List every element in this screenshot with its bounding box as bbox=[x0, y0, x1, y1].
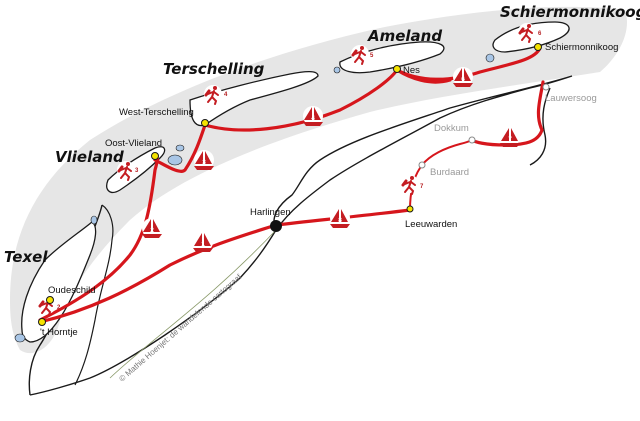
svg-text:1: 1 bbox=[201, 241, 205, 248]
harbour-dot-icon bbox=[46, 296, 54, 304]
place-label: Oost-Vlieland bbox=[105, 138, 162, 149]
grey-dot-icon bbox=[542, 83, 550, 91]
harbour-dot-icon bbox=[393, 65, 401, 73]
city-dot-icon bbox=[270, 220, 282, 232]
grey-dot-icon bbox=[468, 136, 476, 144]
texel-island bbox=[21, 221, 97, 343]
hiker-icon: 6 bbox=[516, 21, 542, 44]
grey-dot-icon bbox=[418, 161, 426, 169]
sailboat-icon: 3 bbox=[194, 150, 214, 170]
lake bbox=[167, 154, 183, 166]
place-label: 't Horntje bbox=[40, 327, 78, 338]
svg-text:6: 6 bbox=[461, 76, 465, 83]
lake bbox=[14, 333, 26, 343]
island-label-schiermonnikoog: Schiermonnikoog bbox=[500, 3, 640, 21]
sailboat-icon: 6 bbox=[453, 67, 473, 87]
hiker-icon: 3 bbox=[115, 159, 139, 182]
lake bbox=[485, 53, 495, 63]
island-label-terschelling: Terschelling bbox=[163, 60, 265, 78]
island-label-vlieland: Vlieland bbox=[55, 148, 124, 166]
lake bbox=[90, 215, 98, 225]
svg-text:4: 4 bbox=[311, 115, 315, 122]
place-label: Oudeschild bbox=[48, 285, 96, 296]
hiker-icon: 4 bbox=[202, 83, 228, 106]
island-label-ameland: Ameland bbox=[367, 27, 442, 45]
harbour-dot-icon bbox=[201, 119, 209, 127]
dike-line bbox=[109, 229, 277, 379]
harbour-dot-icon bbox=[38, 318, 46, 326]
hiker-icon: 7 bbox=[399, 173, 424, 196]
sailboat-icon: 4 bbox=[303, 106, 323, 126]
lake bbox=[333, 66, 341, 74]
place-label: Lauwersoog bbox=[545, 93, 597, 104]
svg-text:3: 3 bbox=[202, 159, 206, 166]
svg-text:3: 3 bbox=[135, 168, 139, 174]
svg-text:6: 6 bbox=[538, 31, 542, 37]
place-label: Nes bbox=[403, 65, 420, 76]
place-label: Burdaard bbox=[430, 167, 469, 178]
sailboat-icon: 2 bbox=[142, 218, 162, 238]
harbour-dot-icon bbox=[151, 152, 159, 160]
hiker-icon: 2 bbox=[36, 294, 61, 317]
harbour-dot-icon bbox=[406, 205, 414, 213]
place-label: Dokkum bbox=[434, 123, 469, 134]
svg-text:7: 7 bbox=[420, 184, 424, 190]
svg-text:4: 4 bbox=[224, 92, 228, 98]
svg-text:5: 5 bbox=[370, 53, 374, 59]
place-label: Schiermonnikoog bbox=[545, 42, 618, 53]
harbour-dot-icon bbox=[534, 43, 542, 51]
lake bbox=[175, 144, 185, 152]
place-label: Harlingen bbox=[250, 207, 291, 218]
sailboat-icon: 7 bbox=[500, 127, 520, 147]
island-label-texel: Texel bbox=[4, 248, 48, 266]
svg-text:8: 8 bbox=[338, 217, 342, 224]
svg-text:2: 2 bbox=[150, 227, 154, 234]
place-label: Leeuwarden bbox=[405, 219, 457, 230]
sailboat-icon: 8 bbox=[330, 208, 350, 228]
place-label: West-Terschelling bbox=[119, 107, 194, 118]
svg-text:7: 7 bbox=[508, 136, 512, 143]
copyright-text: © Mathie Hoenjet: de wandelende cartogra… bbox=[117, 272, 243, 384]
svg-text:2: 2 bbox=[57, 305, 61, 311]
sailboat-icon: 1 bbox=[193, 232, 213, 252]
hiker-icon: 5 bbox=[349, 43, 374, 66]
ameland-island bbox=[339, 41, 445, 74]
vlieland-island bbox=[106, 146, 166, 194]
